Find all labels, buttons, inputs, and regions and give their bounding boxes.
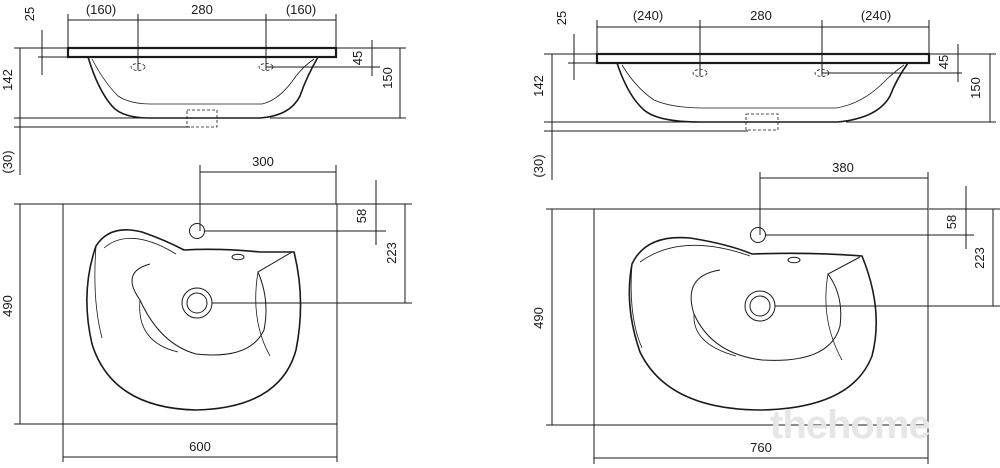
left-bowl-profile (87, 56, 319, 119)
left-side-view: (160) 280 (160) 25 142 (30) 45 150 (0, 2, 406, 175)
right-dim-30: (30) (531, 154, 546, 177)
left-dim-490: 490 (0, 295, 15, 317)
left-dim-160-b: (160) (286, 2, 316, 17)
right-bowl-inner (621, 64, 905, 109)
right-dim-223: 223 (972, 247, 987, 269)
right-dim-45: 45 (936, 55, 951, 69)
watermark-logo: thehome (770, 403, 930, 447)
right-side-view: (240) 280 (240) 25 142 (30) 45 150 (531, 8, 996, 180)
right-countertop-outline (593, 208, 929, 426)
left-dim-160-a: (160) (86, 2, 116, 17)
left-drain-inner (186, 292, 208, 314)
left-dim-150: 150 (380, 67, 395, 89)
right-dim-280: 280 (750, 8, 772, 23)
right-dim-142: 142 (531, 75, 546, 97)
left-basin-inner (131, 251, 293, 356)
right-dim-760: 760 (750, 440, 772, 455)
right-dim-25: 25 (554, 11, 569, 25)
right-tap-hole (750, 227, 766, 243)
left-dim-600: 600 (189, 439, 211, 454)
left-dim-300: 300 (252, 154, 274, 169)
left-dim-45: 45 (350, 51, 365, 65)
right-overflow (787, 256, 801, 264)
right-drain-inner (749, 295, 771, 317)
right-top-view: 380 58 223 490 760 (531, 160, 1000, 464)
left-top-view: 300 58 223 490 600 (0, 154, 412, 462)
right-dim-150: 150 (968, 77, 983, 99)
right-basin-inner (690, 256, 861, 361)
right-dim-490: 490 (531, 307, 546, 329)
right-dim-380: 380 (832, 160, 854, 175)
left-dim-223: 223 (384, 242, 399, 264)
left-bowl-inner (91, 58, 315, 105)
right-dim-240-a: (240) (633, 8, 663, 23)
left-dim-25: 25 (22, 7, 37, 21)
left-basin-outer (86, 229, 302, 411)
left-tap-hole (189, 223, 205, 239)
left-dim-280: 280 (191, 2, 213, 17)
right-countertop-slab (595, 52, 931, 65)
left-dim-30: (30) (0, 150, 15, 173)
left-dim-58: 58 (354, 209, 369, 223)
right-basin-outer (628, 236, 878, 411)
right-dim-240-b: (240) (861, 8, 891, 23)
left-overflow (231, 253, 245, 261)
left-dim-142: 142 (0, 69, 15, 91)
right-bowl-profile (616, 62, 909, 123)
right-dim-58: 58 (944, 215, 959, 229)
left-countertop-slab (66, 46, 338, 59)
